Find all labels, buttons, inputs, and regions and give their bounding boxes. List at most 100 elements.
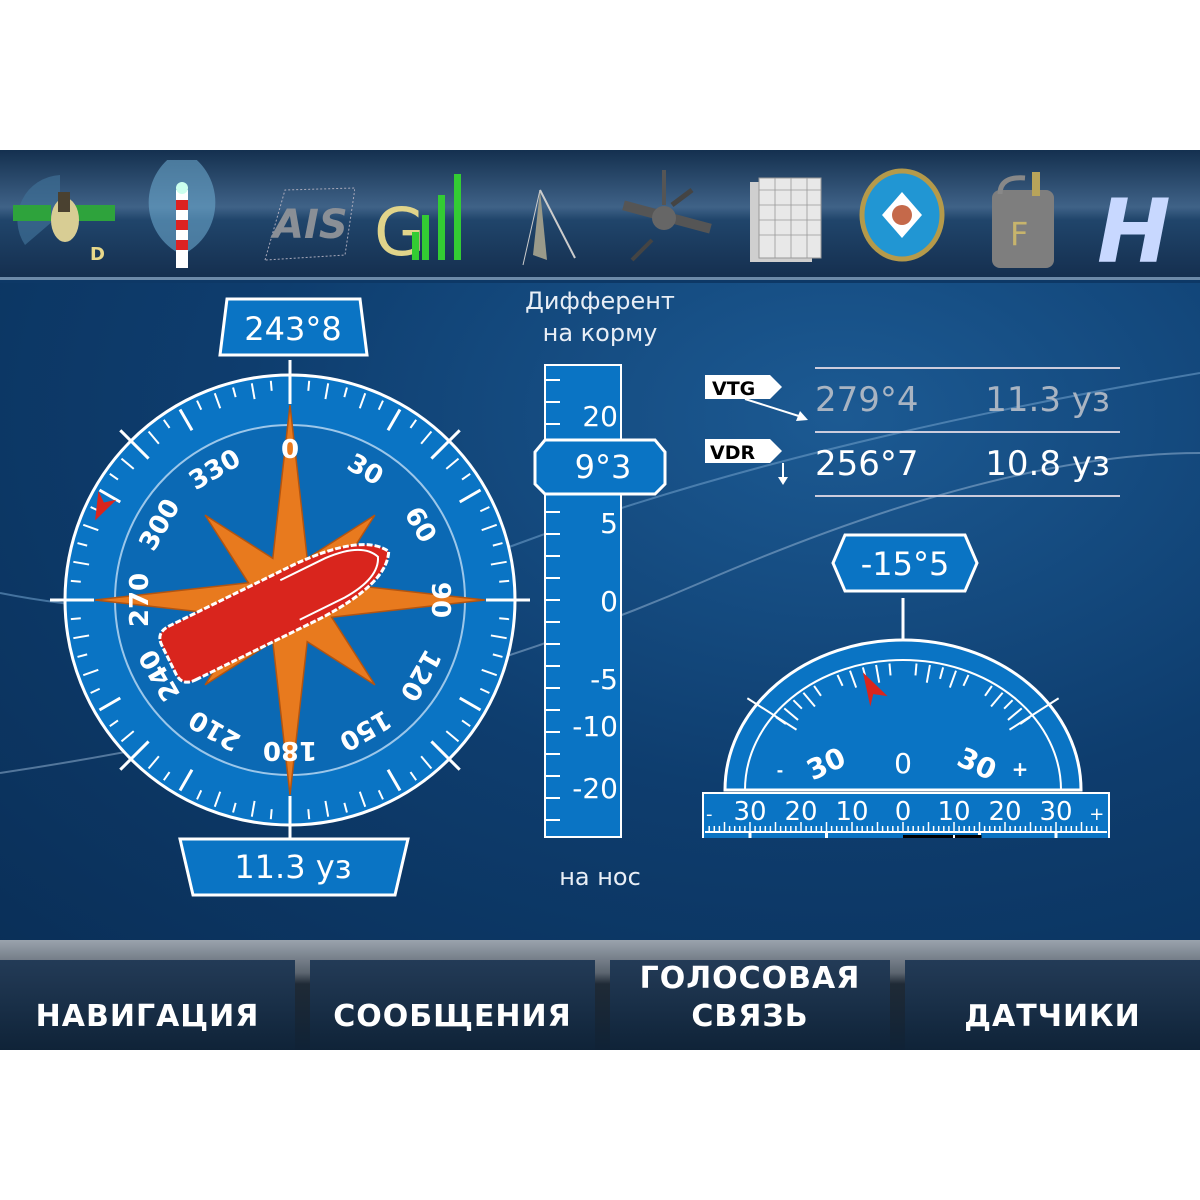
compass-tick xyxy=(269,380,273,391)
trim-tick-label: 5 xyxy=(600,507,618,540)
compass-tick xyxy=(98,696,122,712)
compass-cardinal-mark xyxy=(430,429,461,460)
roll-limit-mark xyxy=(746,697,798,731)
compass-tick xyxy=(196,400,203,411)
compass-tick xyxy=(109,472,119,481)
roll-tick xyxy=(914,663,918,676)
roll-tick xyxy=(990,692,1004,708)
compass-tick xyxy=(409,771,418,781)
compass-tick xyxy=(499,617,510,621)
compass-cardinal-mark xyxy=(430,740,461,771)
satellite-icon[interactable] xyxy=(612,160,722,270)
roll-tick xyxy=(925,664,931,683)
compass-tick xyxy=(343,387,348,398)
compass-tick xyxy=(324,800,330,817)
compass-tick xyxy=(178,408,194,432)
svg-text:VTG: VTG xyxy=(712,378,755,400)
fuel-canister-icon[interactable]: F xyxy=(980,160,1090,270)
vtg-speed: 11.3 уз xyxy=(985,380,1110,420)
compass-tick xyxy=(324,383,330,400)
compass-tick xyxy=(307,380,311,391)
compass-tick xyxy=(458,696,482,712)
compass-tick xyxy=(147,755,160,770)
compass-tick xyxy=(120,457,135,470)
compass-tick xyxy=(481,523,498,532)
heading-box: 243°8 xyxy=(218,297,369,357)
camera-lens-icon[interactable] xyxy=(848,160,958,270)
compass-tick xyxy=(461,719,471,728)
tab-voice[interactable]: ГОЛОСОВАЯ СВЯЗЬ xyxy=(610,960,890,1050)
compass-tick xyxy=(162,419,171,429)
compass-cardinal-mark xyxy=(119,740,150,771)
compass-tick xyxy=(196,789,203,800)
roll-arc-label: 0 xyxy=(894,747,912,780)
gps-satellite-icon[interactable]: D xyxy=(5,160,115,270)
roll-tick xyxy=(939,667,945,680)
vdr-course: 256°7 xyxy=(815,444,919,484)
roll-tick xyxy=(984,685,993,697)
chart-document-icon[interactable] xyxy=(745,160,855,270)
vtg-course: 279°4 xyxy=(815,380,919,420)
trim-tick-label: -10 xyxy=(572,710,618,743)
trim-tick-label: 20 xyxy=(582,400,618,433)
roll-limit-mark xyxy=(1008,697,1060,731)
roll-tick xyxy=(1007,707,1023,721)
ais-icon[interactable]: AIS xyxy=(245,160,356,270)
compass-tick xyxy=(420,430,433,445)
tab-navigation[interactable]: НАВИГАЦИЯ xyxy=(0,960,295,1050)
roll-tick xyxy=(802,692,816,708)
compass-tick xyxy=(490,634,507,640)
roll-tick xyxy=(962,674,970,687)
roll-tick xyxy=(875,664,881,683)
roll-scale-label: + xyxy=(1089,804,1104,825)
tab-sensors[interactable]: ДАТЧИКИ xyxy=(905,960,1200,1050)
trim-value: 9°3 xyxy=(575,448,632,486)
compass-tick xyxy=(250,383,256,400)
trim-tick-label: 0 xyxy=(600,585,618,618)
tab-messages[interactable]: СООБЩЕНИЯ xyxy=(310,960,595,1050)
h-logo-icon[interactable]: H xyxy=(1095,160,1200,283)
compass-tick xyxy=(162,771,171,781)
svg-text:F: F xyxy=(1010,215,1028,253)
svg-text:-15°5: -15°5 xyxy=(861,545,950,583)
roll-tick xyxy=(783,707,799,721)
roll-scale-label: - xyxy=(706,804,713,825)
vector-table: VTG VDR 279°4 11.3 уз 256°7 10.8 уз xyxy=(705,367,1120,497)
compass-tick xyxy=(90,687,101,694)
speed-box: 11.3 уз xyxy=(178,837,410,897)
compass-tick xyxy=(70,579,81,583)
trim-value-box xyxy=(533,438,667,496)
compass-tick xyxy=(307,809,311,820)
roll-arc-label: - xyxy=(777,761,784,780)
compass-tick xyxy=(492,653,503,658)
speed-value: 11.3 уз xyxy=(234,848,351,886)
lighthouse-icon[interactable] xyxy=(122,150,242,270)
roll-tick xyxy=(792,699,803,710)
compass-tick xyxy=(73,560,90,566)
compass-tick xyxy=(98,488,122,504)
compass-pointer-icon[interactable] xyxy=(495,160,605,270)
compass-tick xyxy=(250,800,256,817)
heading-value: 243°8 xyxy=(244,310,341,348)
roll-tick xyxy=(1003,699,1014,710)
ship-icon xyxy=(158,543,391,684)
compass-tick xyxy=(109,719,119,728)
compass-tick xyxy=(479,687,490,694)
signal-strength-icon[interactable]: G xyxy=(372,160,482,271)
compass-tick xyxy=(178,768,194,792)
bottom-tab-bar: НАВИГАЦИЯ СООБЩЕНИЯ ГОЛОСОВАЯ СВЯЗЬ ДАТЧ… xyxy=(0,940,1200,1050)
compass-tick xyxy=(492,542,503,547)
roll-tick xyxy=(888,663,892,676)
compass-tick xyxy=(358,791,367,808)
course-marker-icon xyxy=(95,490,117,521)
compass-tick xyxy=(213,791,222,808)
svg-text:AIS: AIS xyxy=(270,202,348,248)
ship-hull xyxy=(158,543,391,684)
rate-bar xyxy=(903,835,982,838)
compass-tick xyxy=(377,400,384,411)
